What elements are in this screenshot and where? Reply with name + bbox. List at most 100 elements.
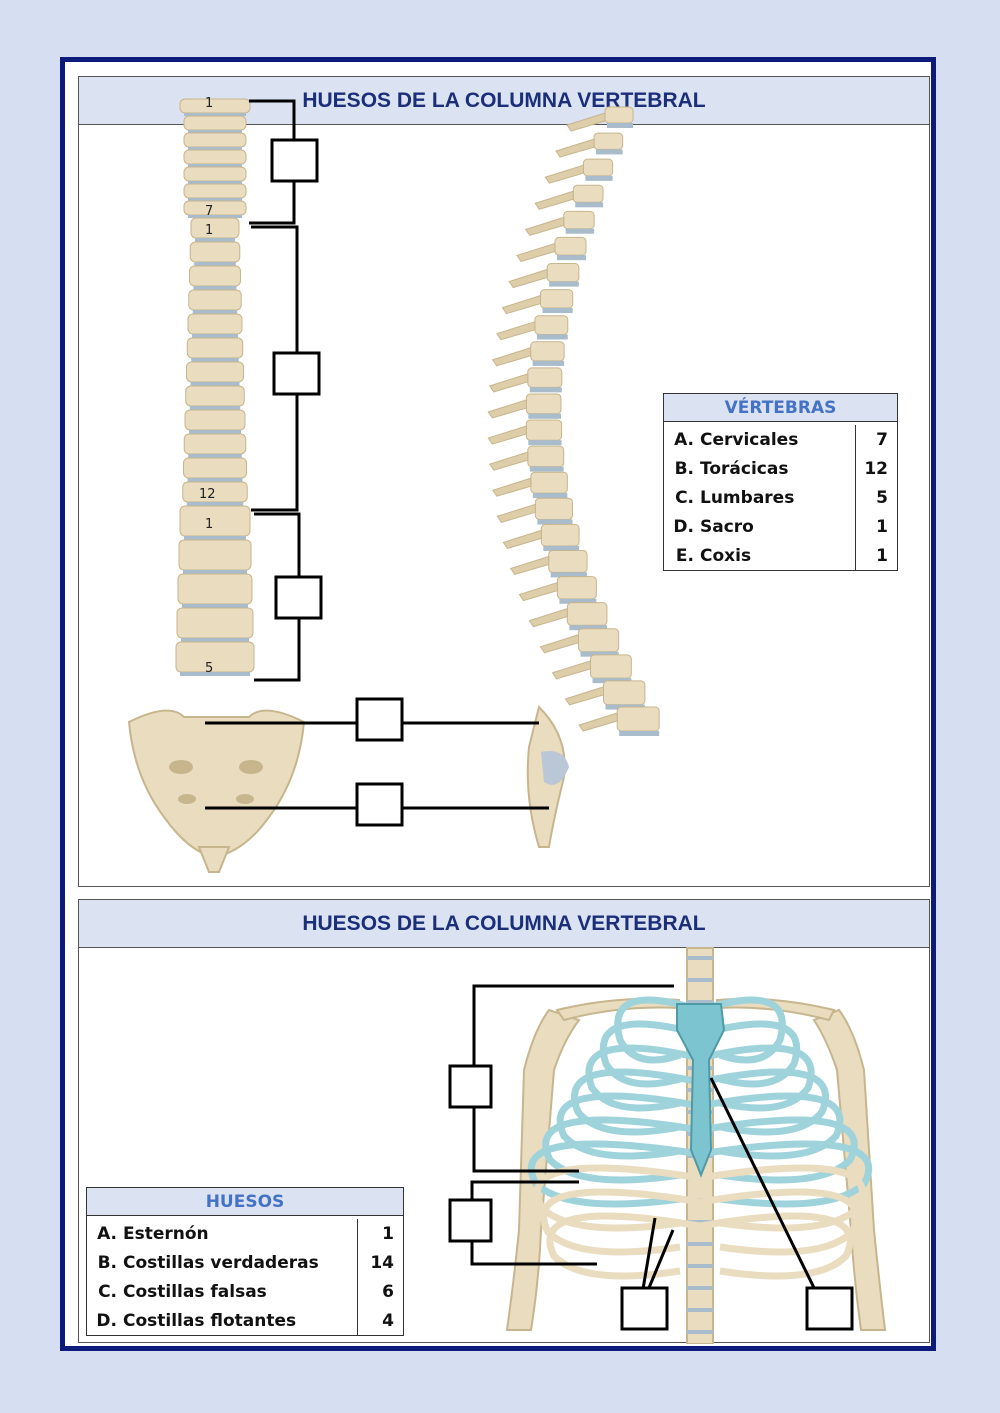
spinous-process [496,321,536,341]
rib-left [556,1092,701,1160]
side-intervertebral-disc [536,334,568,340]
spinous-process [496,503,536,523]
spinous-process [578,712,618,732]
front-intervertebral-disc [193,286,237,290]
bones-table-row-count: 14 [357,1248,403,1277]
ribcage-panel-header: HUESOS DE LA COLUMNA VERTEBRAL [79,900,929,948]
side-view-spine [487,106,660,736]
front-vertebra [175,641,255,673]
rib-left [542,1116,701,1184]
front-vertebra [183,183,247,199]
front-vertebra [183,433,247,455]
vertebrae-table-row-name: Coxis [700,545,752,566]
floating-ribs-pointer-b [644,1229,675,1296]
front-vertebra [187,313,243,335]
front-intervertebral-disc [188,198,242,201]
vertebrae-table-header: VÉRTEBRAS [664,394,897,422]
spinous-process [534,190,574,210]
floating-ribs-pointer-a [640,1217,657,1296]
front-intervertebral-disc [194,262,236,266]
spine-disc [687,978,713,982]
side-intervertebral-disc [585,175,613,181]
side-vertebra [566,602,608,626]
front-intervertebral-disc [188,164,242,167]
answer-box-cervical[interactable] [270,138,319,183]
answer-box-false-ribs[interactable] [448,1198,493,1243]
spinous-process [502,529,542,549]
side-vertebra [602,680,646,706]
front-intervertebral-disc [188,130,242,133]
front-intervertebral-disc [192,310,238,314]
answer-box-sacrum[interactable] [355,697,404,742]
bones-table-row-name: Costillas falsas [123,1281,267,1302]
spine-illustration: 1 7 1 12 1 5 [127,96,660,873]
side-vertebra [539,289,574,309]
vertebrae-table-row-count: 1 [855,541,897,570]
front-intervertebral-disc [188,454,242,458]
side-vertebra [525,419,563,441]
spine-disc [687,1330,713,1334]
coccyx-side [541,751,569,785]
front-vertebra [183,149,247,165]
spinous-process [528,607,568,628]
side-vertebra [540,523,580,547]
front-intervertebral-disc [188,181,242,184]
vertebrae-table-row-name: Cervicales [700,429,799,450]
answer-box-sternum[interactable] [805,1286,854,1331]
answer-box-thoracic[interactable] [272,351,321,396]
side-vertebra [590,654,632,679]
side-intervertebral-disc [537,519,573,525]
answer-box-floating-ribs[interactable] [620,1286,669,1331]
spinous-process [555,138,595,158]
front-intervertebral-disc [189,406,241,410]
answer-box-true-ribs[interactable] [448,1064,493,1109]
answer-box-lumbar[interactable] [274,575,323,620]
side-vertebra [530,471,568,494]
front-view-spine [127,98,306,873]
bones-table-header: HUESOS [87,1188,403,1216]
spinous-process [489,451,529,471]
front-intervertebral-disc [184,536,246,540]
side-vertebra [525,393,562,415]
spine-disc [687,1286,713,1290]
front-vertebra [183,457,247,479]
side-vertebra [548,549,588,573]
sternum-pointer-line [709,1077,821,1299]
spinous-process [488,373,529,393]
vertebra-number-t12: 12 [199,487,216,502]
rib-left [585,1044,701,1112]
front-vertebra [183,132,247,148]
spine-disc [687,1242,713,1246]
side-vertebra [577,628,620,653]
spinous-process [539,634,579,654]
rib-right [699,1212,854,1280]
side-intervertebral-disc [565,228,595,234]
side-intervertebral-disc [532,360,565,366]
rib-left [614,996,702,1064]
side-vertebra [582,158,614,177]
front-intervertebral-disc [181,638,249,642]
answer-box-coccyx[interactable] [355,782,404,827]
front-vertebra [190,217,240,239]
vertebrae-table-row-count: 7 [855,425,897,454]
vertebrae-table-row-count: 5 [855,483,897,512]
side-vertebra [554,236,587,256]
bones-table-row-letter: D. [96,1310,117,1331]
vertebrae-table-row-name: Lumbares [700,487,795,508]
rib-right [699,1140,873,1208]
side-vertebra [530,341,565,362]
rib-right [699,1116,858,1184]
spinous-process [518,581,558,602]
side-vertebra [563,210,595,230]
side-vertebra [593,132,624,150]
side-intervertebral-disc [559,598,597,604]
vertebrae-table-row-letter: B. [674,458,694,479]
front-intervertebral-disc [191,358,239,362]
